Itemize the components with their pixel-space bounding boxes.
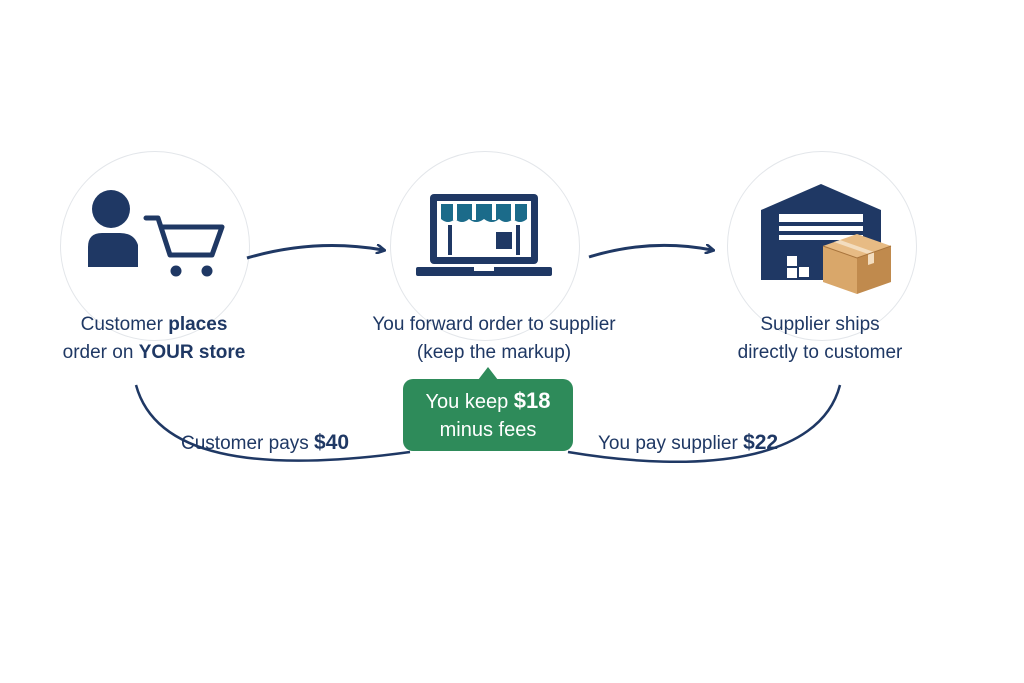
customer-cart-icon (88, 190, 225, 277)
supplier-payment-label: You pay supplier $22 (598, 431, 779, 454)
step2-line1: You forward order to supplier (372, 314, 616, 335)
step1-label: Customer places order on YOUR store (40, 311, 268, 367)
warehouse-box-icon (761, 184, 892, 294)
step1-line2: order on YOUR store (62, 342, 246, 363)
callout-line1: You keep $18 (425, 388, 551, 413)
step3-label: Supplier ships directly to customer (705, 311, 935, 367)
step3-line1: Supplier ships (760, 314, 880, 335)
step2-line2: (keep the markup) (416, 342, 572, 363)
supplier-payment-curve (567, 384, 842, 463)
laptop-storefront-icon (416, 194, 552, 276)
arrow-store-to-supplier (588, 245, 712, 259)
profit-callout: You keep $18 minus fees (403, 379, 573, 451)
step1-line1: Customer places (80, 314, 228, 335)
customer-payment-curve (134, 384, 411, 462)
callout-pointer (478, 367, 498, 380)
callout-line2: minus fees (439, 419, 537, 441)
arrow-customer-to-store (246, 246, 383, 260)
step2-label: You forward order to supplier (keep the … (344, 311, 644, 367)
customer-payment-label: Customer pays $40 (181, 431, 350, 454)
step3-line2: directly to customer (737, 342, 903, 363)
